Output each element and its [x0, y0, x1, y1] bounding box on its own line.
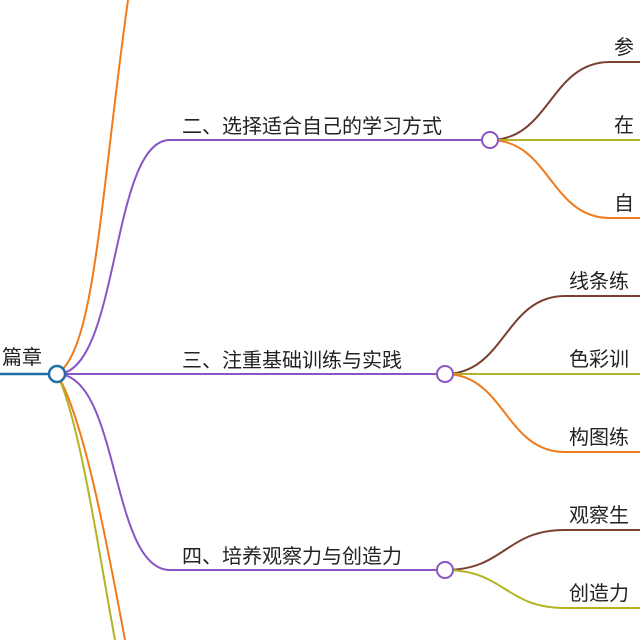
leaf-label[interactable]: 色彩训	[569, 347, 629, 371]
branch-link	[56, 373, 445, 571]
branch-collapse-toggle[interactable]	[436, 365, 454, 383]
child-link	[444, 295, 640, 375]
child-link	[444, 529, 640, 571]
branch-link	[56, 139, 490, 375]
branch-label[interactable]: 三、注重基础训练与实践	[182, 348, 402, 372]
child-link	[489, 139, 640, 219]
root-collapse-toggle[interactable]	[47, 364, 67, 384]
child-link	[444, 373, 640, 453]
branch-label[interactable]: 四、培养观察力与创造力	[182, 544, 402, 568]
root-label: 篇章	[2, 345, 42, 369]
leaf-label[interactable]: 自	[614, 191, 634, 215]
offscreen-link	[56, 373, 116, 640]
child-link	[444, 569, 640, 609]
leaf-label[interactable]: 在	[614, 113, 634, 137]
branch-collapse-toggle[interactable]	[481, 131, 499, 149]
branch-collapse-toggle[interactable]	[436, 561, 454, 579]
leaf-label[interactable]: 创造力	[569, 581, 629, 605]
leaf-label[interactable]: 构图练	[569, 425, 629, 449]
offscreen-link	[56, 0, 129, 375]
leaf-label[interactable]: 线条练	[569, 269, 629, 293]
branch-label[interactable]: 二、选择适合自己的学习方式	[182, 114, 442, 138]
child-link	[489, 61, 640, 141]
leaf-label[interactable]: 参	[614, 35, 634, 59]
offscreen-link	[56, 373, 126, 640]
leaf-label[interactable]: 观察生	[569, 503, 629, 527]
